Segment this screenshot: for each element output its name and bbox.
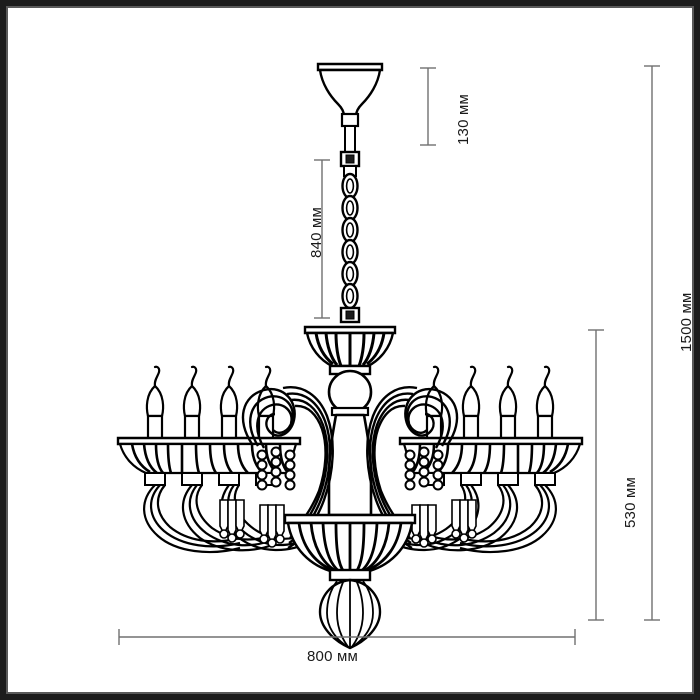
dimension-line-130 [420, 67, 436, 146]
left-candle-tray [116, 436, 302, 475]
lower-bowl [283, 513, 417, 574]
ceiling-cup [316, 62, 384, 128]
upper-bowl [303, 325, 397, 376]
bottom-finial [318, 568, 382, 650]
suspension-chain [339, 172, 361, 324]
dimension-line-800 [118, 629, 576, 645]
dimension-label-840: 840 мм [308, 206, 325, 258]
suspension-stem [339, 125, 361, 177]
fixture-group [116, 62, 584, 650]
center-column [327, 413, 373, 517]
column-sphere [327, 369, 373, 417]
dimension-label-800: 800 мм [307, 648, 359, 665]
dimension-lines [118, 65, 660, 645]
dimension-label-130: 130 мм [455, 93, 472, 145]
dimension-label-530: 530 мм [622, 476, 639, 528]
dimension-line-530 [588, 329, 604, 621]
dimension-label-1500: 1500 мм [678, 292, 695, 352]
dimension-line-840 [314, 159, 330, 319]
dimension-line-1500 [644, 65, 660, 621]
